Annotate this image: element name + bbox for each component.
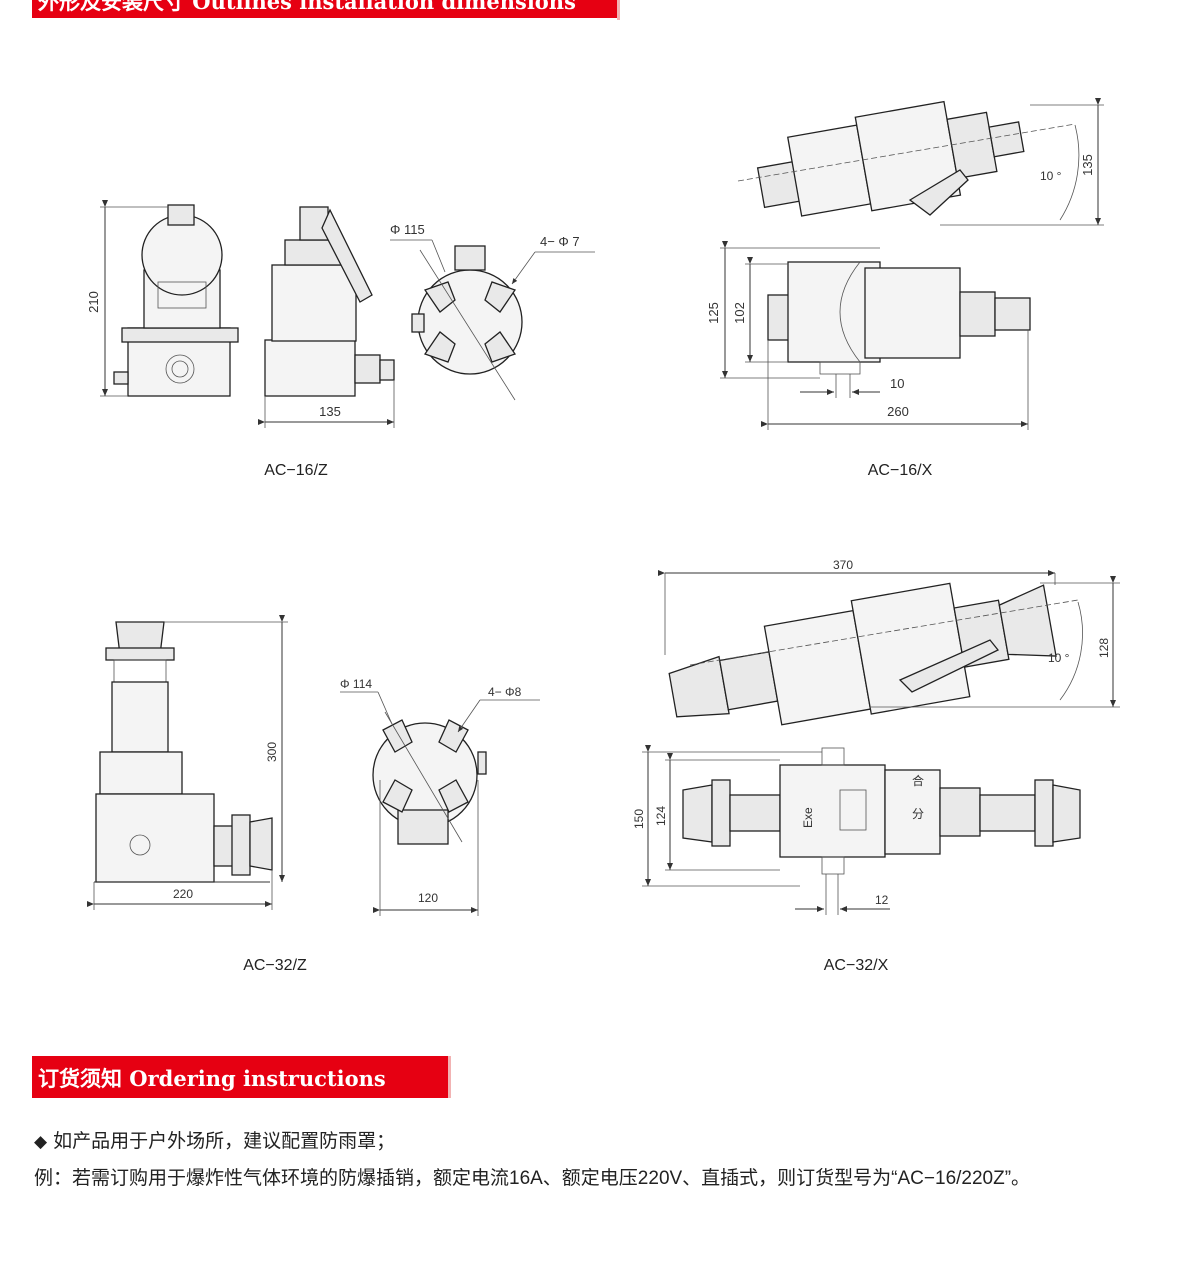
dim-ac32z-base: 120 (418, 891, 438, 905)
dim-ac16x-angle: 10 ° (1040, 169, 1062, 183)
drawing-ac32x: 370 10 ° 128 Exe 合 分 (632, 558, 1120, 974)
note-outdoor: ◆ 如产品用于户外场所，建议配置防雨罩； (34, 1126, 395, 1153)
model-label-ac32z: AC−32/Z (243, 957, 307, 974)
technical-drawings: 210 135 Φ 115 4− Φ 7 AC−16/Z (86, 98, 1120, 974)
dim-ac32z-flange-dia: Φ 114 (340, 677, 372, 691)
drawing-ac16z: 210 135 Φ 115 4− Φ 7 AC−16/Z (86, 200, 595, 479)
ac16z-base-flange (121, 327, 239, 343)
label-ac32x-exe: Exe (801, 807, 815, 828)
model-label-ac32x: AC−32/X (824, 957, 889, 974)
model-label-ac16z: AC−16/Z (264, 462, 328, 479)
ac16z-cap (141, 214, 223, 296)
ac16x-plug (994, 297, 1031, 331)
drawing-ac32z: 300 220 Φ 114 4− Φ8 120 AC−32/Z (87, 615, 540, 974)
bullet-diamond-icon: ◆ (34, 1132, 48, 1151)
ac16z-side-body (271, 264, 357, 342)
dim-ac32x-offset: 12 (875, 893, 889, 907)
ac16z-flange-circle (417, 269, 523, 375)
dim-ac32x-angle: 10 ° (1048, 651, 1070, 665)
banner-shadow (617, 0, 620, 20)
note-example: 例：若需订购用于爆炸性气体环境的防爆插销，额定电流16A、额定电压220V、直插… (34, 1163, 1030, 1190)
dim-ac32z-width: 220 (173, 887, 193, 901)
drawing-ac16x: 10 ° 135 125 102 10 260 AC−16/X (706, 98, 1104, 479)
dim-ac32x-length: 370 (833, 558, 853, 572)
dim-ac16x-h125: 125 (706, 302, 721, 324)
section-banner-outlines: 外形及安装尺寸 Outlines installation dimensions (32, 0, 617, 18)
ac32z-base-box (95, 793, 215, 883)
note-example-text: 例：若需订购用于爆炸性气体环境的防爆插销，额定电流16A、额定电压220V、直插… (34, 1168, 1031, 1189)
label-ac32x-he: 合 (912, 773, 924, 788)
dim-ac32x-height-top: 128 (1097, 638, 1111, 658)
dim-ac16x-height-top: 135 (1080, 154, 1095, 176)
dim-ac32z-holes: 4− Φ8 (488, 685, 522, 699)
ac16z-conduit-entry (165, 354, 195, 384)
ac32x-angled-body (763, 609, 872, 726)
dim-ac16z-flange-dia: Φ 115 (390, 222, 425, 237)
dim-ac16z-holes: 4− Φ 7 (540, 234, 580, 249)
dim-ac16z-height: 210 (86, 291, 101, 313)
ac16z-lever (321, 208, 373, 303)
model-label-ac16x: AC−16/X (868, 462, 933, 479)
dim-ac32x-h150: 150 (632, 809, 646, 829)
ac16z-side-base (264, 339, 356, 397)
dim-ac16z-width: 135 (319, 404, 341, 419)
note-outdoor-text: 如产品用于户外场所，建议配置防雨罩； (53, 1131, 396, 1152)
dim-ac16x-length: 260 (887, 404, 909, 419)
ac16x-front-body (864, 267, 961, 359)
ac32x-angled-plug-left (668, 655, 730, 718)
dim-ac32x-h124: 124 (654, 806, 668, 826)
banner-shadow (448, 1056, 451, 1098)
section-banner-ordering: 订货须知 Ordering instructions (32, 1056, 448, 1098)
dim-ac16x-h102: 102 (732, 302, 747, 324)
dim-ac32z-height: 300 (265, 742, 279, 762)
dim-ac16x-offset: 10 (890, 376, 904, 391)
ac32x-front-box (779, 764, 886, 858)
label-ac32x-fen: 分 (912, 807, 924, 821)
